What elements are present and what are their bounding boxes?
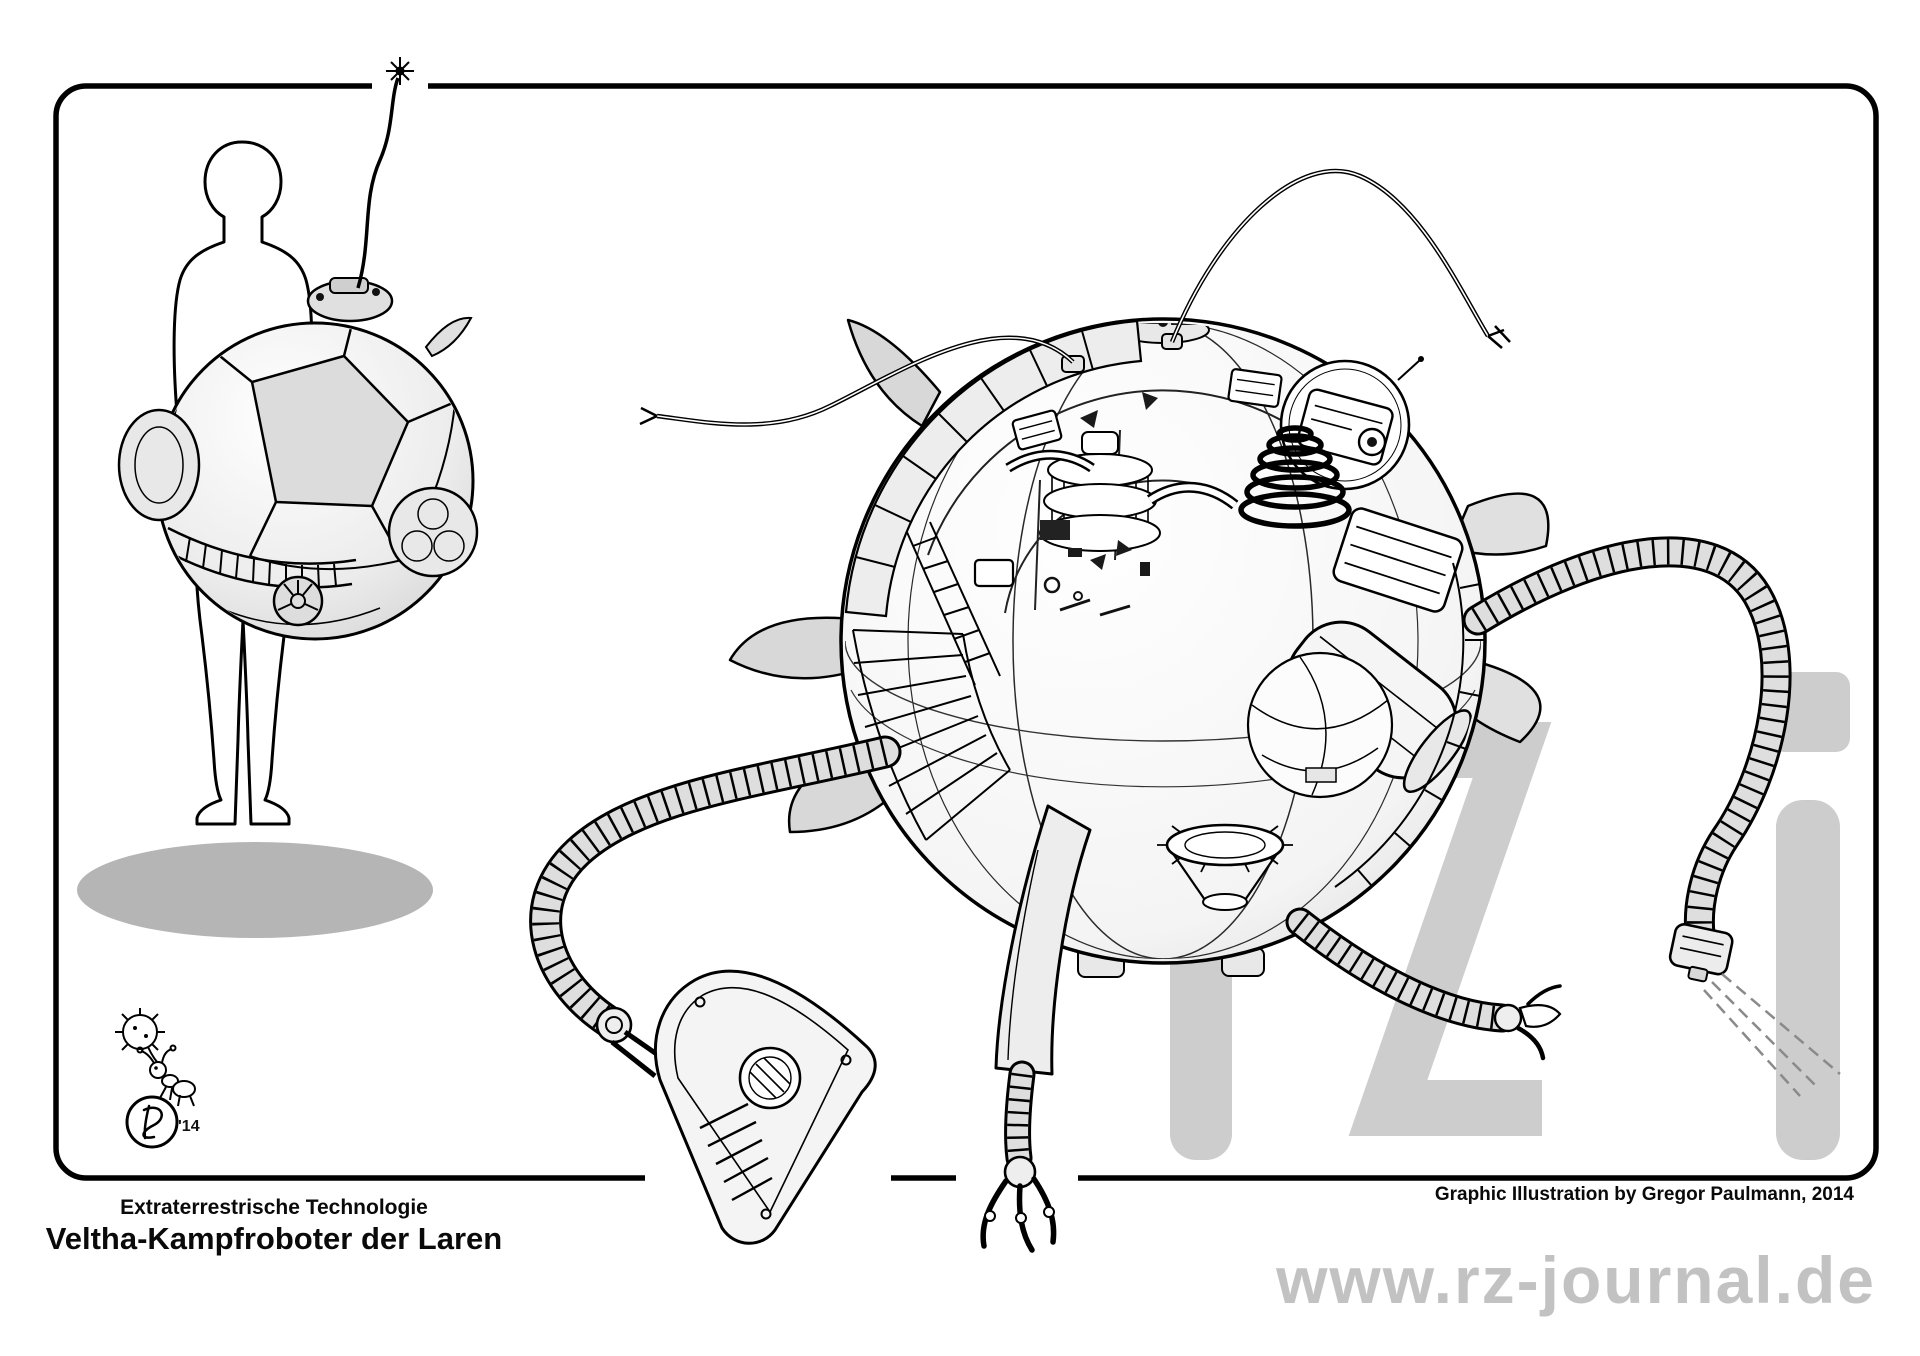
credit-text: Graphic Illustration by Gregor Paulmann,… [1434, 1184, 1854, 1205]
ground-shadow [77, 842, 433, 938]
tentacle-right-upper [1462, 536, 1841, 1097]
coil-stack [1238, 425, 1352, 529]
equipment-boxes [973, 368, 1283, 588]
bottom-hatch [272, 575, 324, 627]
machinery-greebles [1040, 392, 1158, 617]
watermark-url-text: www.rz-journal.de [1276, 1243, 1876, 1317]
caption-title: Veltha-Kampfroboter der Laren [45, 1221, 503, 1257]
caption-subtitle: Extraterrestrische Technologie [120, 1196, 428, 1219]
antenna-tip-star [386, 57, 414, 85]
caption-block: Extraterrestrische Technologie Veltha-Ka… [0, 1196, 548, 1257]
whip-antennas [639, 168, 1511, 427]
arm-center-gripper [980, 804, 1092, 1253]
hull-shell-band [844, 319, 1485, 888]
antenna-tip-right [1487, 325, 1511, 349]
signature-year: '14 [178, 1118, 200, 1135]
funnel-bowl [1157, 823, 1293, 911]
main-robot-cutaway [529, 168, 1841, 1253]
left-sensor-pod [117, 408, 201, 522]
inner-sphere-tank [1246, 651, 1394, 799]
tool-head [1668, 923, 1734, 983]
scale-robot-exterior [117, 57, 479, 641]
small-fin [424, 316, 473, 358]
artist-monogram [125, 1095, 179, 1149]
gripper-palm [1003, 1155, 1037, 1189]
spray-beam [1703, 973, 1841, 1097]
cutaway-interior [845, 323, 1481, 959]
interior-ladder [905, 521, 1001, 686]
slatted-box [1332, 507, 1464, 613]
antenna-tip-left [639, 406, 658, 426]
mascot-cartoon [115, 1008, 196, 1107]
tentacle-left [529, 735, 902, 1078]
landing-foot [653, 969, 877, 1245]
tentacle-right-lower [1285, 907, 1562, 1061]
scale-figure-group [77, 57, 479, 938]
right-sensor-pod [387, 486, 479, 578]
scale-robot-antenna [356, 77, 400, 289]
